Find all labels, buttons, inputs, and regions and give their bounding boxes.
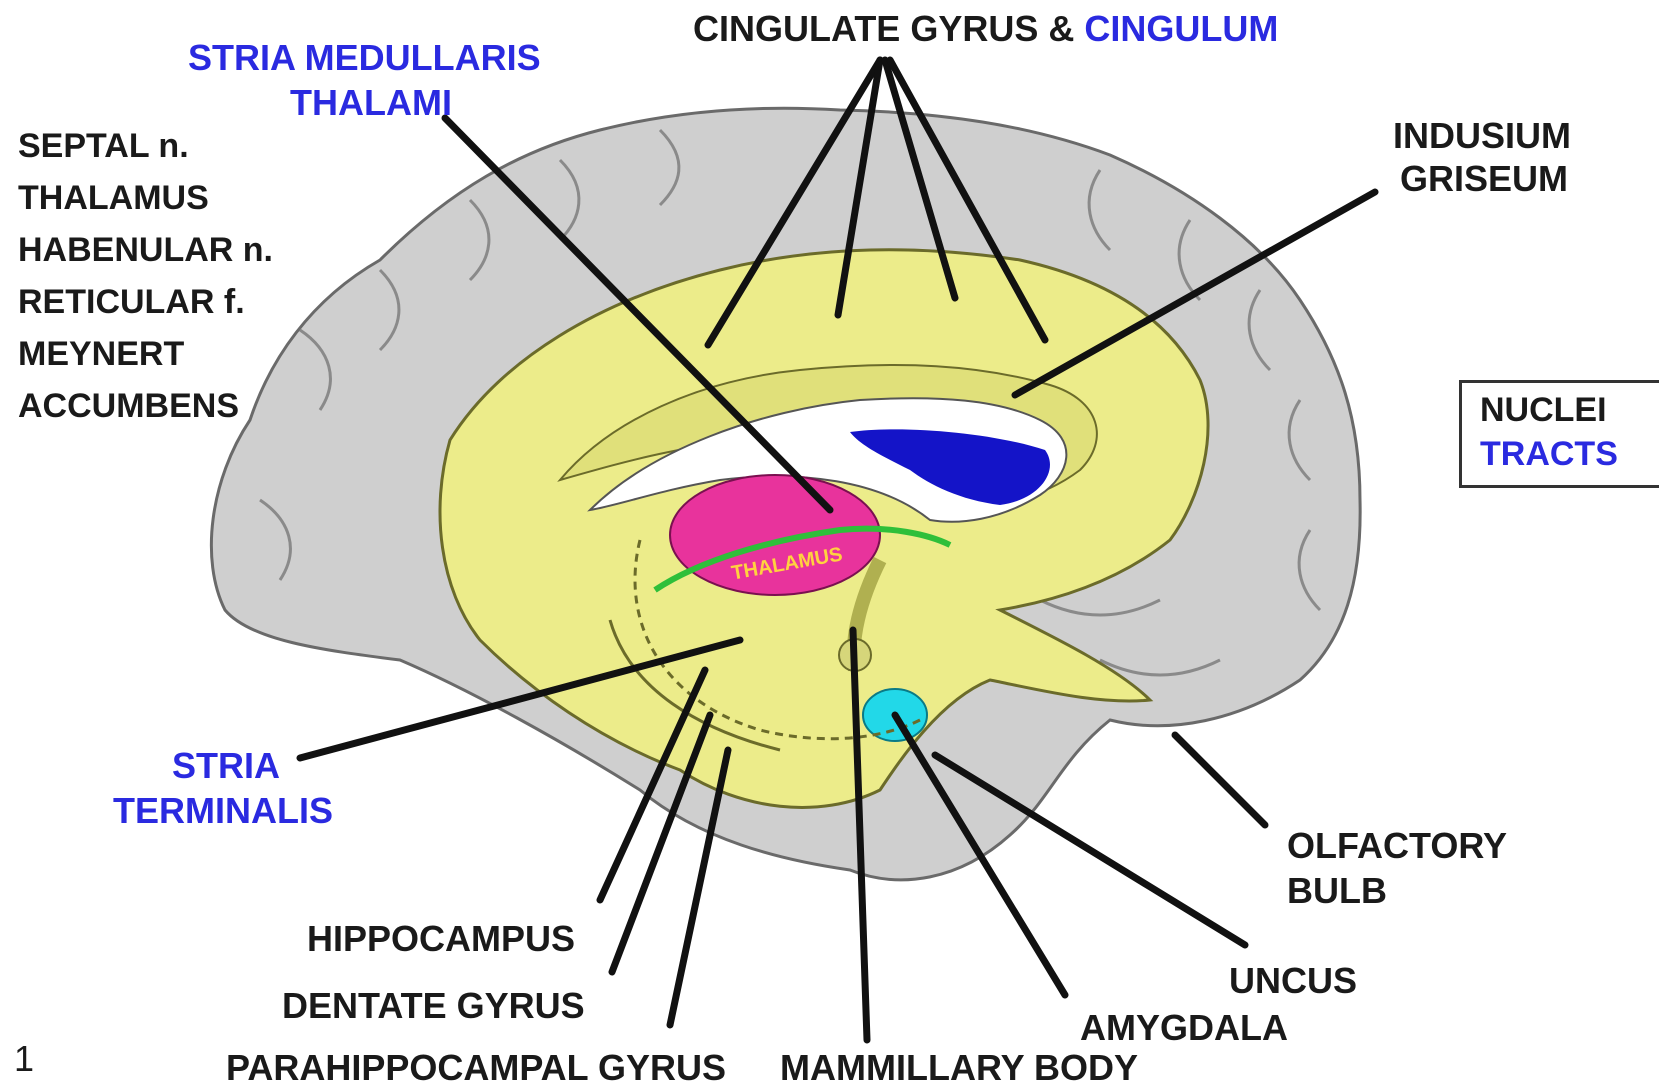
legend-nuclei: NUCLEI [1480, 391, 1607, 430]
legend-box: NUCLEI TRACTS [1459, 380, 1659, 488]
uncus-label: UNCUS [1229, 960, 1357, 1001]
cingulate-gyrus-label: CINGULATE GYRUS & CINGULUM [693, 8, 1278, 49]
dentate-gyrus-label: DENTATE GYRUS [282, 985, 585, 1026]
stria-medullaris-label-line2: THALAMI [290, 82, 452, 123]
olfactory-label-line2: BULB [1287, 870, 1387, 911]
olfactory-label-line1: OLFACTORY [1287, 825, 1507, 866]
cingulate-gyrus-text: CINGULATE GYRUS & [693, 8, 1084, 49]
cingulum-text: CINGULUM [1084, 8, 1278, 49]
indusium-label-line2: GRISEUM [1400, 158, 1568, 199]
indusium-label-line1: INDUSIUM [1393, 115, 1571, 156]
stria-terminalis-label-line1: STRIA [172, 745, 280, 786]
nuclei-list: SEPTAL n. THALAMUS HABENULAR n. RETICULA… [18, 120, 273, 432]
page-number: 1 [14, 1038, 34, 1080]
nuclei-list-item: ACCUMBENS [18, 380, 273, 432]
parahippocampal-gyrus-label: PARAHIPPOCAMPAL GYRUS [226, 1047, 726, 1088]
amygdala-label: AMYGDALA [1080, 1007, 1288, 1048]
mammillary-body-label: MAMMILLARY BODY [780, 1047, 1138, 1088]
hippocampus-label: HIPPOCAMPUS [307, 918, 575, 959]
stria-terminalis-label-line2: TERMINALIS [113, 790, 333, 831]
nuclei-list-item: HABENULAR n. [18, 224, 273, 276]
nuclei-list-item: MEYNERT [18, 328, 273, 380]
nuclei-list-item: SEPTAL n. [18, 120, 273, 172]
legend-tracts: TRACTS [1480, 435, 1618, 474]
nuclei-list-item: RETICULAR f. [18, 276, 273, 328]
stria-medullaris-label-line1: STRIA MEDULLARIS [188, 37, 541, 78]
nuclei-list-item: THALAMUS [18, 172, 273, 224]
